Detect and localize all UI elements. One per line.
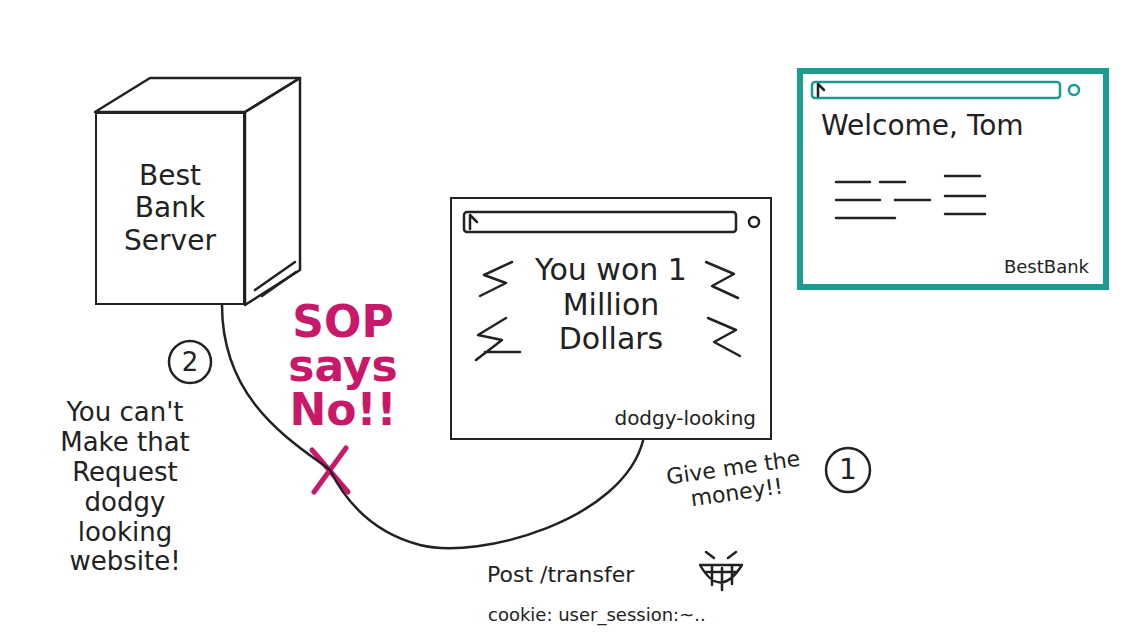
callout-circle [826, 448, 870, 492]
server-top-face [95, 78, 300, 112]
warning-text: SOP says No!! [268, 300, 418, 432]
address-bar [464, 212, 736, 232]
zigzag-decoration [480, 262, 512, 296]
refresh-icon [1069, 85, 1079, 95]
note-text: You can't Make that Request dodgy lookin… [35, 398, 215, 577]
browser-window: Welcome, TomBestBank [797, 68, 1109, 290]
request-header: cookie: user_session:~.. [488, 605, 748, 626]
server-box: Best Bank Server [95, 112, 245, 305]
server-side-face [245, 78, 300, 305]
site-name: BestBank [1004, 257, 1089, 278]
grin-eyes [706, 552, 736, 558]
grin-face [700, 565, 742, 590]
request-line: Post /transfer [487, 562, 687, 587]
zigzag-decoration [708, 318, 740, 356]
welcome-text: Welcome, Tom [821, 110, 1089, 142]
browser-window: You won 1 Million Dollars dodgy-looking [450, 197, 772, 440]
address-bar [812, 82, 1060, 98]
popup-text: You won 1 Million Dollars [526, 253, 696, 357]
speech-text: Give me the money!! [657, 445, 813, 516]
callout-circle [169, 341, 211, 383]
callout-number: 1 [826, 453, 870, 487]
refresh-icon [749, 217, 759, 227]
cursor-icon [470, 215, 477, 229]
server-shade [262, 272, 296, 296]
zigzag-decoration [476, 318, 520, 360]
server-name: Best Bank Server [105, 160, 235, 257]
zigzag-decoration [706, 262, 738, 298]
text-placeholder [836, 176, 985, 218]
site-name: dodgy-looking [614, 407, 756, 430]
callout-number: 2 [170, 346, 210, 378]
cursor-icon [818, 84, 824, 96]
